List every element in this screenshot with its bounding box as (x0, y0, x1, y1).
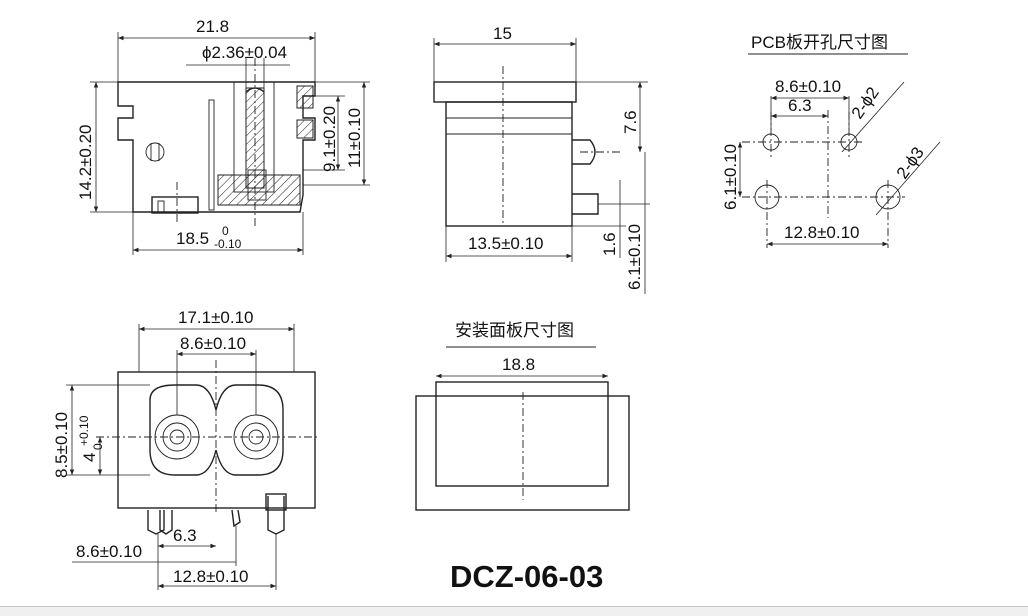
bottom-pin-4 (267, 496, 285, 535)
side-base-width: 13.5±0.10 (468, 234, 544, 253)
bottom-pin-1 (147, 510, 165, 535)
front-base-width: 18.5 (176, 229, 209, 248)
bottom-socket-outline (149, 384, 284, 476)
front-hatch-top (296, 85, 314, 109)
front-width-label: 21.8 (196, 17, 229, 36)
bottom-pin-offset: 6.3 (173, 526, 197, 545)
side-pin-a: 1.6 (600, 232, 619, 256)
side-body (445, 101, 573, 227)
bottom-pin-span: 12.8±0.10 (173, 567, 249, 586)
side-pin (572, 193, 599, 215)
front-pin-tip (245, 87, 265, 93)
front-pin-height-b: 11±0.10 (345, 108, 364, 168)
front-bottom-tab-slot (157, 200, 165, 213)
side-view: 15 7.6 13.5±0.10 1.6 6.1±0.10 (433, 24, 650, 294)
bottom-pin-spacing: 8.6±0.10 (76, 542, 142, 561)
pcb-spacing-label: 8.6±0.10 (775, 77, 841, 96)
bottom-scroll-edge (0, 606, 1028, 616)
side-pin-b: 6.1±0.10 (625, 224, 644, 290)
panel-cutout-view: 安装面板尺寸图 18.8 (415, 321, 630, 511)
bottom-view: 17.1±0.10 8.6±0.10 8.5±0.10 4 +0.10 0 6.… (52, 308, 320, 590)
leader-line (841, 81, 905, 153)
front-hatch-base (217, 174, 301, 206)
panel-title: 安装面板尺寸图 (455, 321, 574, 340)
bottom-center-label: 4 (80, 453, 99, 462)
bottom-tol-lower: 0 (91, 443, 105, 450)
front-hatch-mid (296, 119, 314, 139)
front-view: 21.8 ϕ2.36±0.04 14.2±0.20 9.1±0.20 11±0.… (76, 17, 370, 255)
front-screw-hole (145, 142, 165, 162)
panel-width-label: 18.8 (502, 355, 535, 374)
bottom-spacing-label: 8.6±0.10 (180, 334, 246, 353)
pcb-offset-label: 6.3 (788, 96, 812, 115)
panel-outer (415, 395, 630, 511)
bottom-height-label: 8.5±0.10 (52, 412, 71, 478)
panel-cutout (435, 381, 609, 487)
side-top-flange (433, 81, 577, 103)
bottom-pin-3 (231, 509, 241, 528)
front-tol-lower: -0.10 (214, 237, 242, 251)
front-tol-upper: 0 (222, 224, 229, 238)
front-hole-dia-label: ϕ2.36±0.04 (202, 43, 287, 62)
bottom-tol-upper: +0.10 (77, 415, 91, 446)
front-height-label: 14.2±0.20 (76, 124, 95, 200)
side-width-label: 15 (493, 24, 512, 43)
leader-line (875, 141, 941, 216)
side-offset-label: 7.6 (621, 110, 640, 134)
pcb-span-label: 12.8±0.10 (784, 223, 860, 242)
pcb-big-holes-label: 2-ϕ3 (893, 143, 928, 182)
bottom-body (117, 371, 316, 509)
front-base-pin (247, 169, 267, 201)
front-pin-height-a: 9.1±0.20 (320, 106, 339, 172)
bottom-pin-2 (159, 510, 173, 535)
pcb-vertical-label: 6.1±0.10 (721, 144, 740, 210)
front-bottom-tab (151, 196, 199, 214)
side-nub (572, 139, 596, 165)
front-inner-slot (208, 99, 215, 211)
pcb-hole-title: PCB板开孔尺寸图 (751, 33, 888, 52)
pcb-hole-view: PCB板开孔尺寸图 8.6±0.10 6.3 2-ϕ2 2-ϕ3 6.1±0.1… (721, 33, 941, 248)
pcb-small-holes-label: 2-ϕ2 (848, 83, 883, 122)
bottom-pin-base (265, 493, 287, 511)
model-code: DCZ-06-03 (450, 559, 603, 594)
bottom-width-label: 17.1±0.10 (178, 308, 254, 327)
